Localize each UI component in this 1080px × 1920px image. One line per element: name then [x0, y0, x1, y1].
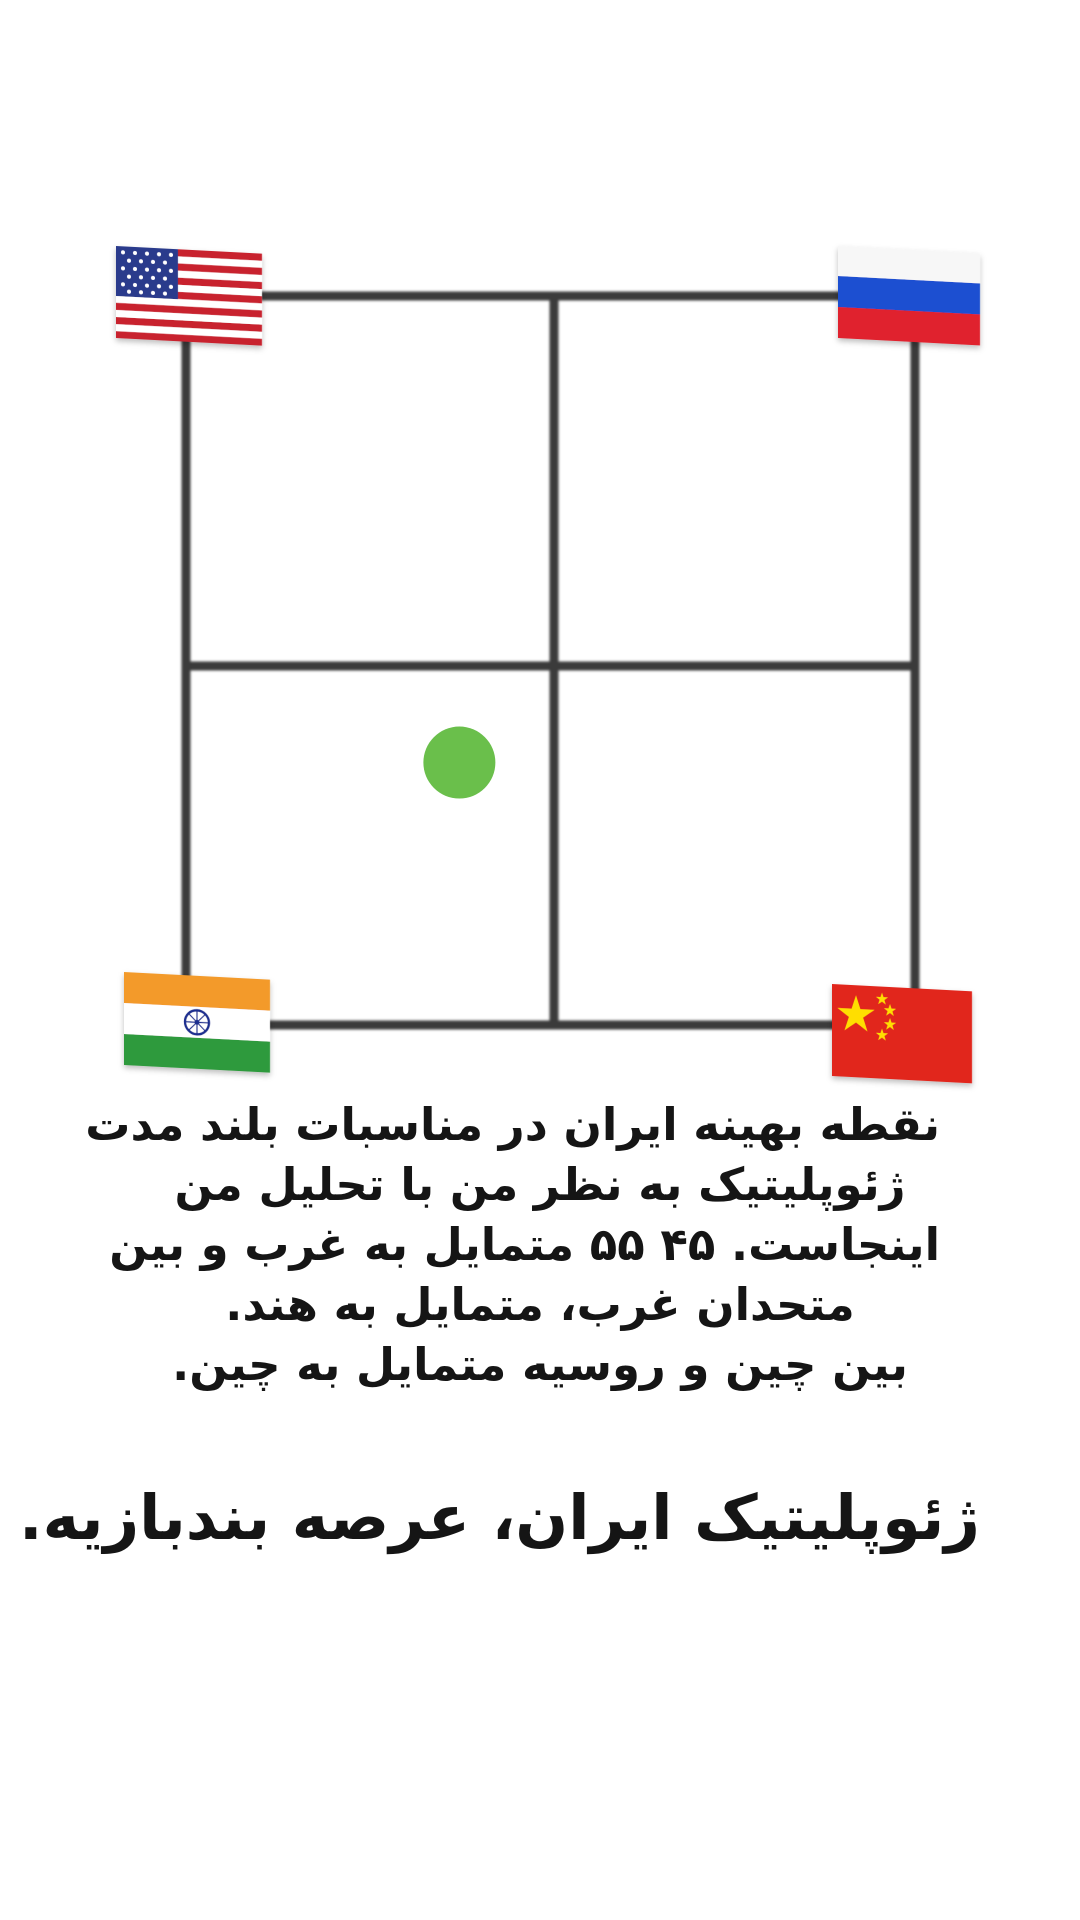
india-flag-icon — [124, 972, 270, 1073]
china-flag-icon — [832, 984, 972, 1084]
usa-flag-icon — [116, 245, 262, 346]
russia-flag-icon — [838, 246, 980, 346]
optimal-point-marker — [423, 726, 496, 799]
caption-paragraph: نقطه بهینه ایران در مناسبات بلند مدت ژئو… — [85, 1095, 940, 1395]
grid — [181, 291, 920, 1030]
caption-tagline: ژئوپلیتیک ایران، عرصه بندبازیه. — [19, 1481, 980, 1554]
caption-line-5: بین چین و روسیه متمایل به چین. — [172, 1338, 908, 1391]
caption-line-4: متحدان غرب، متمایل به هند. — [225, 1278, 855, 1331]
caption-line-3: اینجاست. ۴۵ ۵۵ متمایل به غرب و بین — [109, 1218, 940, 1271]
caption-line-1: نقطه بهینه ایران در مناسبات بلند مدت — [85, 1098, 940, 1151]
geopolitics-diagram — [116, 245, 980, 1084]
caption-line-2: ژئوپلیتیک به نظر من با تحلیل من — [174, 1158, 906, 1211]
